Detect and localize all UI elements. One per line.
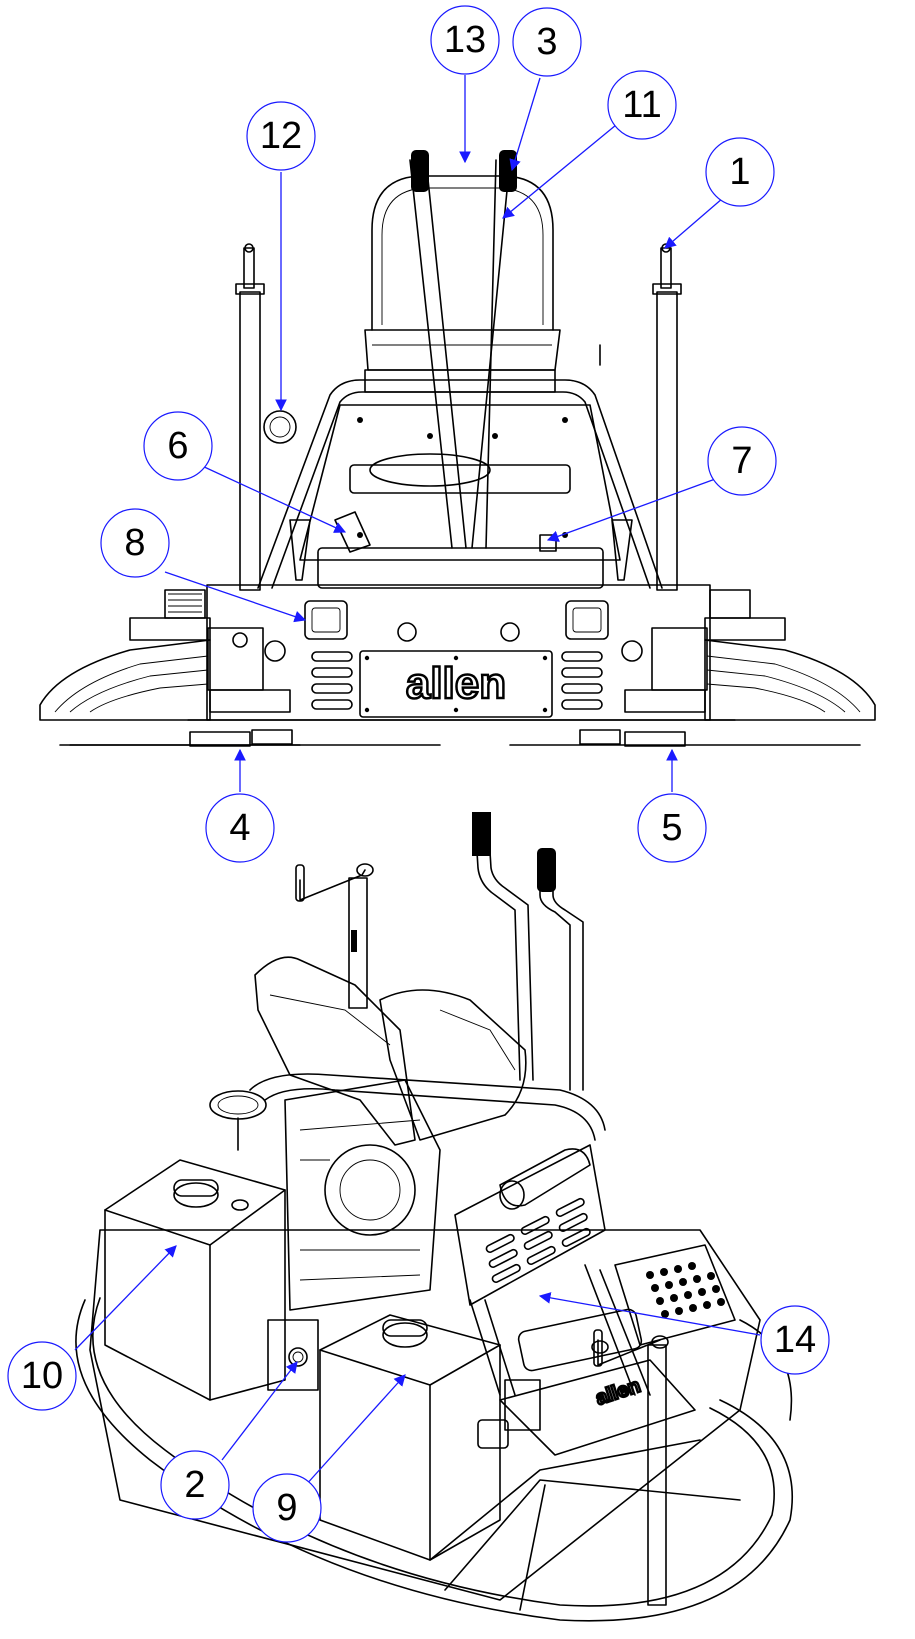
leader-14: [538, 1292, 761, 1336]
callout-1: 1: [705, 137, 775, 207]
leader-11: [502, 124, 617, 219]
callout-5: 5: [637, 793, 707, 863]
callout-10-label: 10: [21, 1355, 63, 1397]
callout-8: 8: [100, 508, 170, 578]
callout-6-label: 6: [167, 425, 188, 467]
callout-1-label: 1: [729, 151, 750, 193]
callout-12-label: 12: [260, 115, 302, 157]
callout-2: 2: [160, 1450, 230, 1520]
callout-13-label: 13: [444, 19, 486, 61]
callout-5-label: 5: [661, 807, 682, 849]
brand-logo-iso: allen: [593, 1375, 643, 1410]
leader-lines: [74, 75, 761, 1487]
leader-7: [546, 477, 719, 542]
front-view-drawing: [39, 150, 876, 747]
callout-9-label: 9: [276, 1487, 297, 1529]
leader-1: [664, 197, 724, 249]
leader-8: [164, 571, 307, 623]
leader-6: [199, 464, 347, 533]
leader-2: [221, 1361, 298, 1461]
callout-11-label: 11: [622, 84, 661, 126]
callout-3-label: 3: [536, 21, 557, 63]
callout-6: 6: [143, 411, 213, 481]
brand-logo-front: allen: [406, 659, 506, 708]
callout-2-label: 2: [184, 1464, 205, 1506]
callout-8-label: 8: [124, 522, 145, 564]
callout-7-label: 7: [731, 440, 752, 482]
callout-9: 9: [252, 1473, 322, 1543]
leader-3: [509, 77, 541, 172]
leader-10: [74, 1245, 177, 1351]
callout-14: 14: [760, 1305, 830, 1375]
callout-4: 4: [205, 793, 275, 863]
callout-10: 10: [7, 1341, 77, 1411]
callout-7: 7: [707, 426, 777, 496]
callout-3: 3: [512, 7, 582, 77]
callout-4-label: 4: [229, 807, 250, 849]
leader-9: [304, 1374, 406, 1487]
callout-13: 13: [430, 5, 500, 75]
callout-14-label: 14: [774, 1319, 816, 1361]
callout-12: 12: [246, 101, 316, 171]
callout-11: 11: [607, 70, 677, 140]
rear-iso-view-drawing: [75, 344, 794, 1622]
